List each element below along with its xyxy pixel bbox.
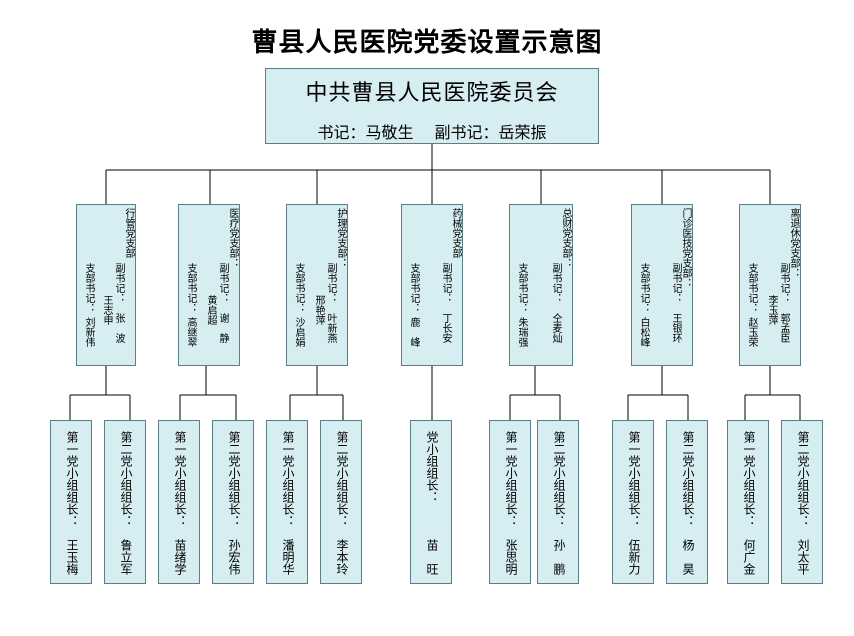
group-leader-name: 伍新力 [627, 539, 641, 575]
branch-deputy-label: 副书记： [670, 263, 681, 303]
branch-box: 药械党支部副书记： 丁长安 支部书记： 鹿 峰 [401, 204, 463, 366]
branch-deputy: 丁长安 [440, 313, 451, 343]
group-box: 第二党小组组长： 刘太平 [781, 420, 823, 584]
group-leader-name: 杨 昊 [681, 539, 695, 575]
branch-name: 药械党支部 [450, 208, 461, 258]
committee-deputy: 副书记：岳荣振 [434, 123, 547, 142]
group-leader-label: 第二党小组组长： [119, 431, 133, 527]
group-box: 第一党小组组长： 苗绪学 [158, 420, 200, 584]
diagram-title: 曹县人民医院党委设置示意图 [251, 28, 603, 58]
group-leader-name: 潘明华 [281, 539, 295, 575]
branch-secretary: 高继翠 [185, 317, 196, 347]
group-box: 第二党小组组长： 鲁立军 [104, 420, 146, 584]
group-box: 第一党小组组长： 伍新力 [612, 420, 654, 584]
branch-secretary: 沙启娟 [293, 317, 304, 347]
group-leader-label: 第二党小组组长： [335, 431, 349, 527]
group-leader-label: 第二党小组组长： [681, 431, 695, 527]
branch-secretary-label: 支部书记： [746, 263, 757, 313]
branch-secretary-label: 支部书记： [638, 263, 649, 313]
party-committee-box: 中共曹县人民医院委员会 书记：马敬生 副书记：岳荣振 [265, 68, 599, 144]
group-leader-label: 党小组组长： [425, 431, 439, 503]
branch-secretary-label: 支部书记： [83, 263, 94, 313]
branch-secretary: 鹿 峰 [408, 317, 419, 347]
branch-secretary-label: 支部书记： [408, 263, 419, 313]
committee-name: 中共曹县人民医院委员会 [305, 81, 559, 106]
group-leader-label: 第一党小组组长： [627, 431, 641, 527]
branch-deputy: 张 波 [113, 313, 124, 343]
group-leader-name: 张思明 [504, 539, 518, 575]
branch-deputy-label: 副书记： [778, 263, 789, 303]
branch-deputy: 仝麦灿 [550, 313, 561, 343]
branch-box: 医疗党支部：副书记： 谢 静黄启超支部书记： 高继翠 [178, 204, 240, 366]
branch-deputy-label: 副书记： [325, 263, 336, 303]
branch-name: 医疗党支部： [227, 208, 238, 268]
branch-deputy: 叶新燕 [325, 313, 336, 343]
branch-secretary-label: 支部书记： [516, 263, 527, 313]
branch-deputy: 郭孟臣 [778, 313, 789, 343]
branch-box: 门诊医技党支部：副书记： 王银环 支部书记： 白松峰 [631, 204, 693, 366]
group-leader-name: 苗 旺 [425, 539, 439, 575]
group-box: 第二党小组组长： 孙 鹏 [537, 420, 579, 584]
branch-name: 行管党支部 [123, 208, 134, 258]
group-box: 党小组组长： 苗 旺 [410, 420, 452, 584]
branch-secretary: 赵玉荣 [746, 317, 757, 347]
group-box: 第一党小组组长： 潘明华 [266, 420, 308, 584]
branch-box: 护理党支部：副书记： 叶新燕邢艳萍支部书记： 沙启娟 [286, 204, 348, 366]
group-box: 第二党小组组长： 杨 昊 [666, 420, 708, 584]
group-leader-label: 第一党小组组长： [281, 431, 295, 527]
committee-leaders: 书记：马敬生 副书记：岳荣振 [266, 119, 598, 143]
branch-name: 离退休党支部： [788, 208, 799, 278]
group-leader-name: 孙 鹏 [552, 539, 566, 575]
branch-name: 门诊医技党支部： [680, 208, 691, 288]
group-leader-label: 第一党小组组长： [504, 431, 518, 527]
group-leader-name: 李本玲 [335, 539, 349, 575]
group-leader-label: 第二党小组组长： [796, 431, 810, 527]
branch-deputy-2: 李玉萍 [766, 295, 777, 325]
group-box: 第二党小组组长： 孙宏伟 [212, 420, 254, 584]
branch-deputy-label: 副书记： [440, 263, 451, 303]
branch-box: 行管党支部副书记： 张 波王志申支部书记： 刘新伟 [76, 204, 136, 366]
group-leader-name: 苗绪学 [173, 539, 187, 575]
group-leader-name: 鲁立军 [119, 539, 133, 575]
branch-deputy: 王银环 [670, 313, 681, 343]
branch-secretary: 白松峰 [638, 317, 649, 347]
group-leader-name: 孙宏伟 [227, 539, 241, 575]
branch-secretary: 刘新伟 [83, 317, 94, 347]
branch-box: 总财党支部：副书记： 仝麦灿 支部书记： 朱瑞强 [509, 204, 573, 366]
group-leader-label: 第一党小组组长： [65, 431, 79, 527]
group-leader-label: 第二党小组组长： [552, 431, 566, 527]
committee-secretary: 书记：马敬生 [317, 123, 414, 142]
branch-deputy-2: 黄启超 [205, 295, 216, 325]
branch-secretary-label: 支部书记： [293, 263, 304, 313]
branch-name: 护理党支部： [335, 208, 346, 268]
group-box: 第一党小组组长： 王玉梅 [50, 420, 92, 584]
branch-deputy-2: 王志申 [101, 295, 112, 325]
group-box: 第一党小组组长： 何广金 [727, 420, 769, 584]
group-leader-name: 何广金 [742, 539, 756, 575]
group-leader-label: 第二党小组组长： [227, 431, 241, 527]
branch-secretary-label: 支部书记： [185, 263, 196, 313]
group-leader-name: 王玉梅 [65, 539, 79, 575]
branch-deputy-label: 副书记： [113, 263, 124, 303]
branch-deputy: 谢 静 [217, 313, 228, 343]
group-box: 第二党小组组长： 李本玲 [320, 420, 362, 584]
group-box: 第一党小组组长： 张思明 [489, 420, 531, 584]
branch-deputy-2: 邢艳萍 [313, 295, 324, 325]
branch-deputy-label: 副书记： [550, 263, 561, 303]
branch-box: 离退休党支部：副书记： 郭孟臣李玉萍支部书记： 赵玉荣 [739, 204, 801, 366]
branch-secretary: 朱瑞强 [516, 317, 527, 347]
branch-name: 总财党支部： [560, 208, 571, 268]
group-leader-name: 刘太平 [796, 539, 810, 575]
group-leader-label: 第一党小组组长： [742, 431, 756, 527]
group-leader-label: 第一党小组组长： [173, 431, 187, 527]
branch-deputy-label: 副书记： [217, 263, 228, 303]
